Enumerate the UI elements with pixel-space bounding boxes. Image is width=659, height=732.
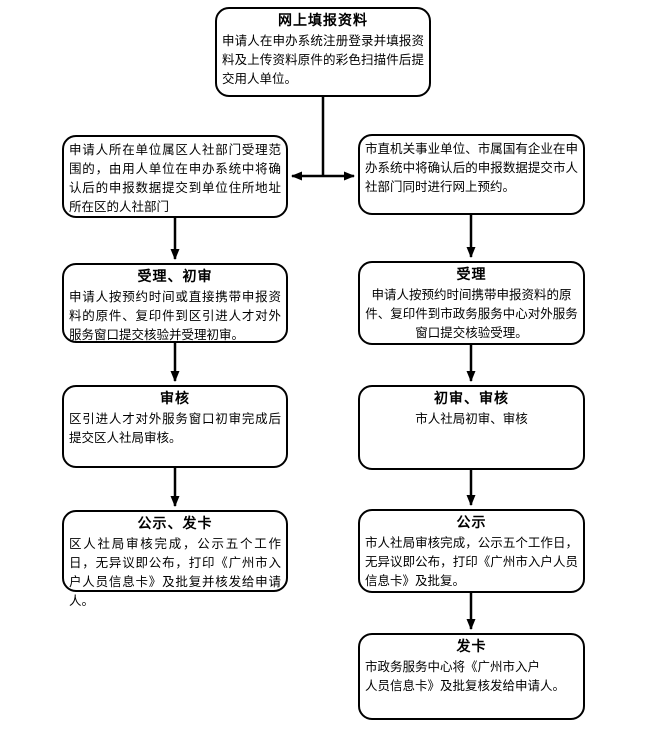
node-body: 区人社局审核完成，公示五个工作日，无异议即公布，打印《广州市入户人员信息卡》及批… <box>69 536 281 608</box>
node-title: 公示、发卡 <box>137 516 213 532</box>
node-body: 区引进人才对外服务窗口初审完成后提交区人社局审核。 <box>69 411 281 445</box>
node-body: 市人社局初审、审核 <box>415 411 528 426</box>
node-title: 发卡 <box>456 639 487 655</box>
node-body: 市人社局审核完成，公示五个工作日，无异议即公布，打印《广州市入户人员信息卡》及批… <box>365 535 578 588</box>
flow-node-district-acceptance: 受理、初审 申请人按预约时间或直接携带申报资料的原件、复印件到区引进人才对外服务… <box>62 263 288 343</box>
node-body: 申请人按预约时间或直接携带申报资料的原件、复印件到区引进人才对外服务窗口提交核验… <box>69 289 281 342</box>
node-title: 审核 <box>160 391 190 407</box>
node-body: 市政务服务中心将《广州市入户 人员信息卡》及批复核发给申请人。 <box>365 659 566 693</box>
flow-node-online-submission: 网上填报资料 申请人在申办系统注册登录并填报资料及上传资料原件的彩色扫描件后提交… <box>215 7 431 97</box>
node-title: 受理、初审 <box>137 269 213 285</box>
flow-node-city-route: 市直机关事业单位、市属国有企业在申办系统中将确认后的申报数据提交市人社部门同时进… <box>358 134 585 215</box>
flow-node-city-publicity: 公示 市人社局审核完成，公示五个工作日，无异议即公布，打印《广州市入户人员信息卡… <box>358 509 585 593</box>
node-body: 市直机关事业单位、市属国有企业在申办系统中将确认后的申报数据提交市人社部门同时进… <box>365 141 578 194</box>
flow-node-city-card-issue: 发卡 市政务服务中心将《广州市入户 人员信息卡》及批复核发给申请人。 <box>358 633 585 720</box>
node-title: 初审、审核 <box>434 391 509 407</box>
node-body: 申请人按预约时间携带申报资料的原件、复印件到市政务服务中心对外服务窗口提交核验受… <box>365 287 578 340</box>
node-body: 申请人在申办系统注册登录并填报资料及上传资料原件的彩色扫描件后提交用人单位。 <box>222 33 424 86</box>
node-body: 申请人所在单位属区人社部门受理范围的，由用人单位在申办系统中将确认后的申报数据提… <box>69 142 281 214</box>
flow-node-district-review: 审核 区引进人才对外服务窗口初审完成后提交区人社局审核。 <box>62 385 288 468</box>
flow-node-district-route: 申请人所在单位属区人社部门受理范围的，由用人单位在申办系统中将确认后的申报数据提… <box>62 135 288 218</box>
node-title: 网上填报资料 <box>278 13 368 29</box>
node-title: 公示 <box>456 515 487 531</box>
flow-node-district-publicity-card: 公示、发卡 区人社局审核完成，公示五个工作日，无异议即公布，打印《广州市入户人员… <box>62 510 288 608</box>
flow-node-city-acceptance: 受理 申请人按预约时间携带申报资料的原件、复印件到市政务服务中心对外服务窗口提交… <box>358 261 585 345</box>
node-title: 受理 <box>456 267 487 283</box>
flow-node-city-review: 初审、审核 市人社局初审、审核 <box>358 385 585 470</box>
